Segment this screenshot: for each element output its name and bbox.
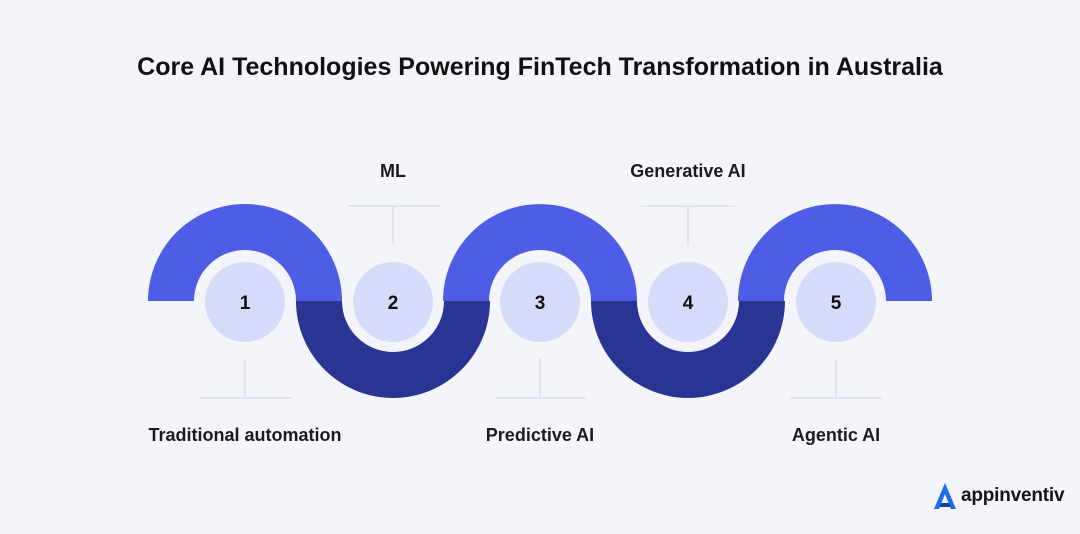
- connector-5: [790, 360, 882, 399]
- connector-1: [200, 360, 292, 399]
- wave-arc-5: [738, 204, 932, 301]
- step-number-2: 2: [388, 293, 399, 314]
- step-circle-1: [205, 262, 285, 342]
- connector-2: [348, 205, 440, 244]
- brand-logo: appinventiv: [933, 482, 1065, 510]
- page-title: Core AI Technologies Powering FinTech Tr…: [137, 53, 943, 81]
- connector-3: [495, 358, 586, 399]
- connector-4: [641, 205, 735, 246]
- step-circle-3: [500, 262, 580, 342]
- step-number-4: 4: [683, 293, 694, 314]
- appinventiv-logo-icon: [934, 483, 956, 509]
- wave-arc-3: [443, 204, 637, 301]
- step-circle-4: [648, 262, 728, 342]
- step-number-1: 1: [240, 293, 251, 314]
- step-number-5: 5: [831, 293, 842, 314]
- step-label-3: Predictive AI: [485, 425, 595, 445]
- brand-name: appinventiv: [961, 485, 1065, 506]
- step-label-1: Traditional automation: [148, 425, 342, 445]
- step-label-4: Generative AI: [630, 161, 746, 181]
- wave-arc-2: [296, 301, 490, 398]
- step-label-2: ML: [380, 161, 406, 181]
- step-circle-2: [353, 262, 433, 342]
- wave-arc-4: [591, 301, 785, 398]
- wave-arc-1: [148, 204, 342, 301]
- step-circle-5: [796, 262, 876, 342]
- step-label-5: Agentic AI: [791, 425, 881, 445]
- step-number-3: 3: [535, 293, 546, 314]
